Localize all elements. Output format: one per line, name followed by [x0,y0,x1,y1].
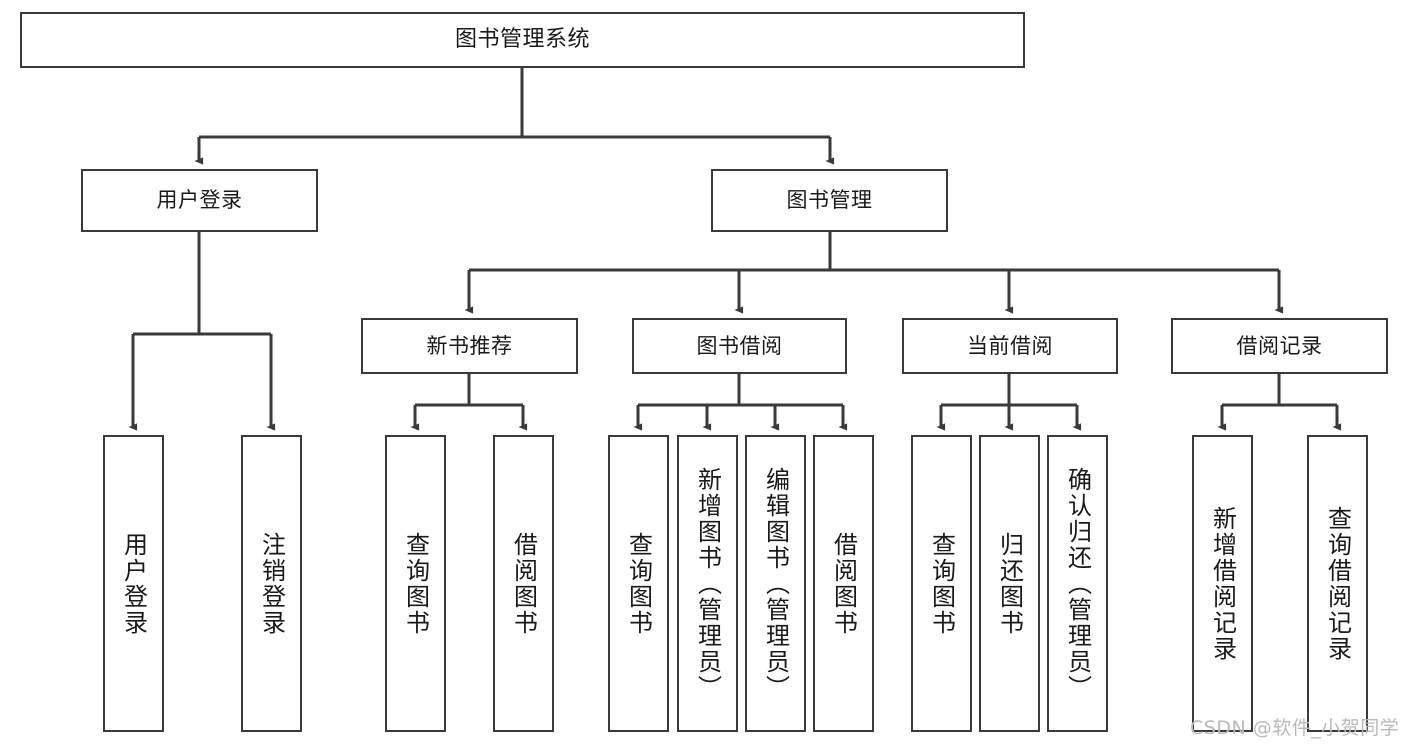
node-label: 查询借阅记录 [1323,505,1352,662]
node-label: 新增借阅记录 [1208,505,1237,662]
node-root-system[interactable]: 图书管理系统 [20,12,1025,68]
node-label: 借阅记录 [1236,333,1323,358]
node-borrow-record[interactable]: 借阅记录 [1171,318,1388,374]
leaf-new-book-borrow[interactable]: 借阅图书 [493,435,554,732]
node-book-management[interactable]: 图书管理 [711,169,948,232]
leaf-borrow-record-query[interactable]: 查询借阅记录 [1307,435,1368,732]
csdn-watermark: CSDN @软件_小贺同学 [1190,717,1400,739]
leaf-book-borrow-edit[interactable]: 编辑图书（管理员） [745,435,806,732]
leaf-current-borrow-confirm-return[interactable]: 确认归还（管理员） [1047,435,1108,732]
node-label: 图书借阅 [696,333,783,358]
node-label: 用户登录 [156,188,243,213]
node-label: 图书管理 [786,188,873,213]
node-label: 编辑图书（管理员） [761,466,790,701]
node-label: 当前借阅 [967,333,1053,358]
leaf-current-borrow-query[interactable]: 查询图书 [911,435,972,732]
node-label: 借阅图书 [829,531,858,636]
leaf-new-book-query[interactable]: 查询图书 [385,435,446,732]
node-user-login[interactable]: 用户登录 [81,169,318,232]
leaf-user-login-logout[interactable]: 注销登录 [241,435,302,732]
node-label: 图书管理系统 [454,27,590,53]
node-label: 确认归还（管理员） [1063,466,1092,701]
node-new-book-recommend[interactable]: 新书推荐 [361,318,578,374]
leaf-book-borrow-add[interactable]: 新增图书（管理员） [677,435,738,732]
node-label: 注销登录 [257,531,286,636]
node-label: 查询图书 [624,531,653,636]
node-book-borrow[interactable]: 图书借阅 [632,318,847,374]
leaf-current-borrow-return[interactable]: 归还图书 [979,435,1040,732]
node-label: 新书推荐 [426,333,513,358]
node-label: 借阅图书 [509,531,538,636]
leaf-user-login-login[interactable]: 用户登录 [103,435,164,732]
node-current-borrow[interactable]: 当前借阅 [902,318,1118,374]
leaf-borrow-record-add[interactable]: 新增借阅记录 [1192,435,1253,732]
node-label: 新增图书（管理员） [693,466,722,701]
node-label: 查询图书 [927,531,956,636]
leaf-book-borrow-query[interactable]: 查询图书 [608,435,669,732]
node-label: 归还图书 [995,531,1024,636]
node-label: 查询图书 [401,531,430,636]
leaf-book-borrow-borrow[interactable]: 借阅图书 [813,435,874,732]
node-label: 用户登录 [119,531,148,636]
